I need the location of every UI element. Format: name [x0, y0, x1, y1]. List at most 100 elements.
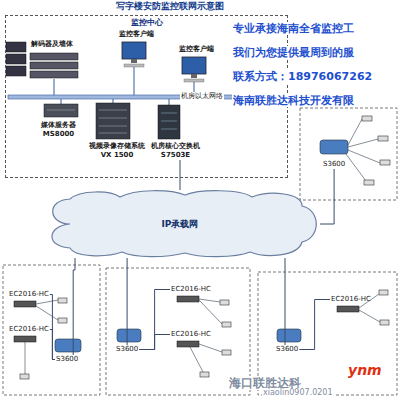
pc-keyboard — [184, 79, 204, 82]
media-server — [44, 104, 78, 117]
switch-slot — [161, 113, 177, 114]
network-link — [50, 330, 55, 360]
network-link — [180, 160, 181, 190]
rack-slot — [99, 118, 127, 119]
network-cloud: IP承载网 — [40, 190, 320, 258]
network-link — [139, 335, 170, 350]
bus-drop — [134, 67, 135, 95]
switch-label: S3600 — [322, 160, 346, 169]
server-slot — [47, 110, 75, 111]
ad-text: 海南联胜达科技开发有限 — [232, 94, 355, 107]
bus-label: 机房以太网络 — [180, 92, 224, 101]
rack-slot — [99, 110, 127, 111]
encoder-label: EC2016-HC — [170, 330, 212, 339]
camera — [58, 318, 67, 323]
pc-keyboard — [124, 64, 144, 67]
encoder-label: EC2016-HC — [330, 295, 372, 304]
pc-screen — [182, 57, 206, 74]
node-text: S3600 — [116, 345, 138, 354]
switch-label: S3600 — [275, 345, 299, 354]
camera-wire — [199, 300, 222, 324]
network-link — [127, 258, 128, 345]
network-link — [139, 290, 170, 350]
cloud-shape — [52, 191, 316, 257]
device-label: 媒体服务器MS8000 — [40, 121, 77, 139]
encoder-label: EC2016-HC — [170, 285, 212, 294]
watermark: ynm — [348, 362, 382, 378]
switch-label: S3600 — [55, 355, 79, 364]
camera — [222, 350, 231, 355]
node-text: 解码器及墙体 — [31, 40, 73, 49]
switch-slot — [161, 129, 177, 130]
encoder-label: EC2016-HC — [8, 325, 50, 334]
network-link — [50, 295, 55, 360]
diagram-title: 写字楼安防监控联网示意图 — [0, 1, 340, 12]
tv-wall-monitor — [6, 54, 26, 64]
camera — [362, 116, 372, 121]
node-text: S3600 — [56, 355, 78, 364]
encoder-box — [14, 301, 36, 307]
access-switch — [117, 329, 141, 342]
node-text: EC2016-HC — [9, 325, 49, 334]
storage-rack — [96, 103, 130, 139]
camera — [380, 320, 389, 325]
watermark: xiaolin0907.0201 — [262, 388, 334, 398]
node-text: S7503E — [151, 151, 200, 160]
device-label: 视频录像存储系统VX 1500 — [88, 142, 146, 160]
node-text: S3600 — [276, 345, 298, 354]
camera-wire — [346, 154, 366, 181]
node-text: EC2016-HC — [171, 330, 211, 339]
node-text: 监控客户端 — [179, 45, 214, 54]
network-link — [73, 258, 75, 355]
encoder-label: EC2016-HC — [8, 290, 50, 299]
decoder-unit — [30, 71, 78, 78]
decoder-unit — [30, 53, 78, 60]
node-text: S3600 — [323, 160, 345, 169]
access-switch — [277, 329, 301, 342]
camera-wire — [348, 119, 362, 145]
device-label: 监控客户端 — [178, 45, 215, 54]
camera — [200, 372, 209, 377]
rack-slot — [99, 133, 127, 134]
region-border — [300, 108, 397, 200]
node-text: EC2016-HC — [171, 285, 211, 294]
bus-drop — [169, 99, 170, 105]
ad-text: 联系方式：18976067262 — [232, 70, 373, 83]
network-link — [320, 169, 334, 224]
access-switch — [320, 140, 348, 154]
network-link — [285, 258, 286, 345]
encoder-box — [177, 296, 199, 302]
camera-wire — [348, 150, 380, 163]
region-border — [3, 265, 100, 395]
camera-wire — [199, 344, 222, 352]
ad-text: 我们为您提供最周到的服 — [232, 46, 355, 59]
node-text: VX 1500 — [89, 151, 145, 160]
switch-slot — [161, 121, 177, 122]
device-label: 机房核心交换机S7503E — [150, 142, 201, 160]
camera — [58, 298, 67, 303]
bus-drop — [61, 99, 62, 104]
tv-wall-monitor — [6, 66, 26, 76]
camera — [222, 322, 231, 327]
pc-stand — [131, 59, 137, 63]
node-text: 监控客户端 — [119, 30, 154, 39]
camera — [378, 136, 388, 141]
device-label: 监控客户端 — [118, 30, 155, 39]
camera — [379, 290, 388, 295]
camera-wire — [36, 306, 58, 320]
camera-wire — [359, 310, 380, 322]
pc-stand — [191, 74, 197, 78]
network-link — [299, 300, 330, 350]
camera-wire — [348, 139, 378, 147]
node-text: 视频录像存储系统 — [89, 142, 145, 151]
bus-drop — [113, 99, 114, 103]
camera-wire — [36, 300, 58, 304]
camera-wire — [199, 299, 220, 302]
pc-screen — [122, 42, 146, 59]
camera-wire — [25, 342, 26, 374]
camera — [220, 300, 229, 305]
switch-label: S3600 — [115, 345, 139, 354]
core-switch — [158, 105, 180, 139]
camera-wire — [190, 347, 203, 372]
